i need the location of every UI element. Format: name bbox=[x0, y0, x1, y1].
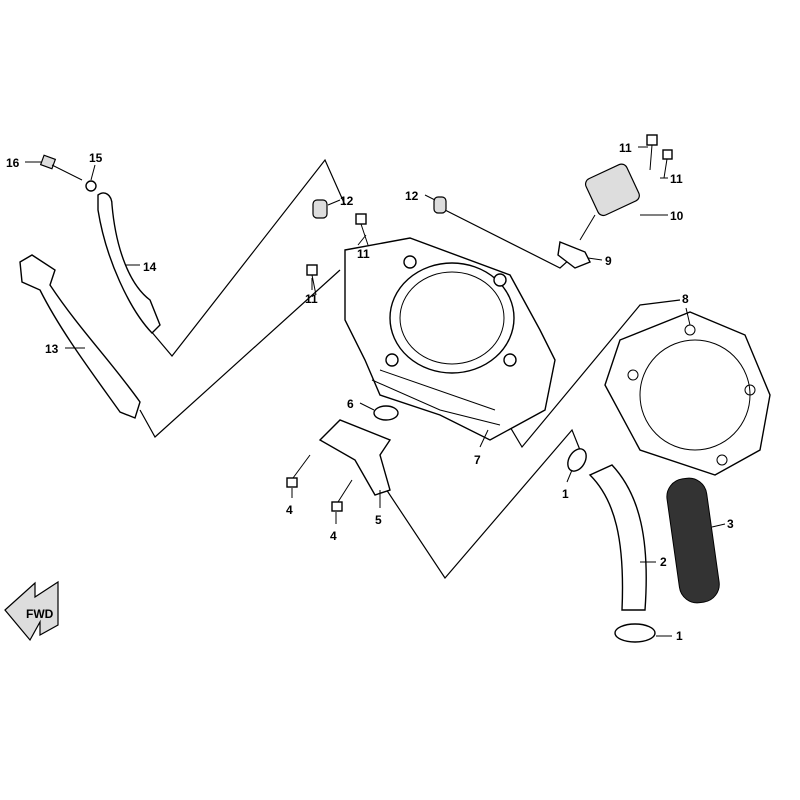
callout-8: 8 bbox=[682, 292, 689, 306]
callout-14: 14 bbox=[143, 260, 157, 274]
hose-clamp-1a bbox=[567, 448, 587, 472]
filter-element-3 bbox=[666, 477, 720, 604]
callout-10: 10 bbox=[670, 209, 684, 223]
chain-tensioner-arm-14 bbox=[97, 192, 161, 335]
callout-12b: 12 bbox=[405, 189, 419, 203]
intake-pipe-5 bbox=[318, 419, 392, 496]
cylinder-7 bbox=[344, 237, 556, 441]
zigzag-line-bottom bbox=[379, 428, 581, 579]
dowel-pin-12b bbox=[433, 196, 447, 214]
zigzag-line-left bbox=[149, 158, 346, 357]
bolt-11d bbox=[662, 149, 673, 179]
callout-13: 13 bbox=[45, 342, 59, 356]
callout-11c: 11 bbox=[619, 141, 632, 155]
bolt-11a bbox=[355, 213, 369, 246]
bolt-16 bbox=[39, 154, 83, 181]
callout-1a: 1 bbox=[562, 487, 569, 501]
callout-9: 9 bbox=[605, 254, 612, 268]
dowel-pin-12a bbox=[312, 199, 328, 219]
zigzag-line-lower-left bbox=[139, 269, 341, 438]
o-ring-6 bbox=[373, 405, 399, 421]
washer-15 bbox=[85, 180, 97, 192]
callout-15: 15 bbox=[89, 151, 103, 165]
callout-12a: 12 bbox=[340, 194, 354, 208]
forward-arrow-icon: FWD bbox=[4, 580, 59, 642]
hose-clamp-1b bbox=[614, 623, 656, 643]
callout-1b: 1 bbox=[676, 629, 683, 643]
bolt-4b bbox=[331, 479, 353, 512]
callout-2: 2 bbox=[660, 555, 667, 569]
callout-11a: 11 bbox=[357, 247, 370, 261]
callout-6: 6 bbox=[347, 397, 354, 411]
callout-4a: 4 bbox=[286, 503, 293, 517]
callout-3: 3 bbox=[727, 517, 734, 531]
cylinder-gasket-8 bbox=[604, 311, 771, 476]
bolt-4a bbox=[286, 454, 311, 488]
bolt-11c bbox=[646, 134, 658, 171]
chain-guide-13 bbox=[19, 254, 141, 419]
callout-5: 5 bbox=[375, 513, 382, 527]
tensioner-gasket-9 bbox=[557, 241, 591, 269]
callout-7: 7 bbox=[474, 453, 481, 467]
cam-chain-tensioner-10 bbox=[579, 163, 640, 241]
callout-11b: 11 bbox=[305, 292, 318, 306]
hose-2 bbox=[588, 464, 647, 611]
callout-11d: 11 bbox=[670, 172, 683, 186]
leader-lines bbox=[25, 146, 726, 637]
callout-4b: 4 bbox=[330, 529, 337, 543]
callout-16: 16 bbox=[6, 156, 20, 170]
bolt-11b bbox=[306, 264, 318, 296]
fwd-label: FWD bbox=[26, 607, 54, 621]
